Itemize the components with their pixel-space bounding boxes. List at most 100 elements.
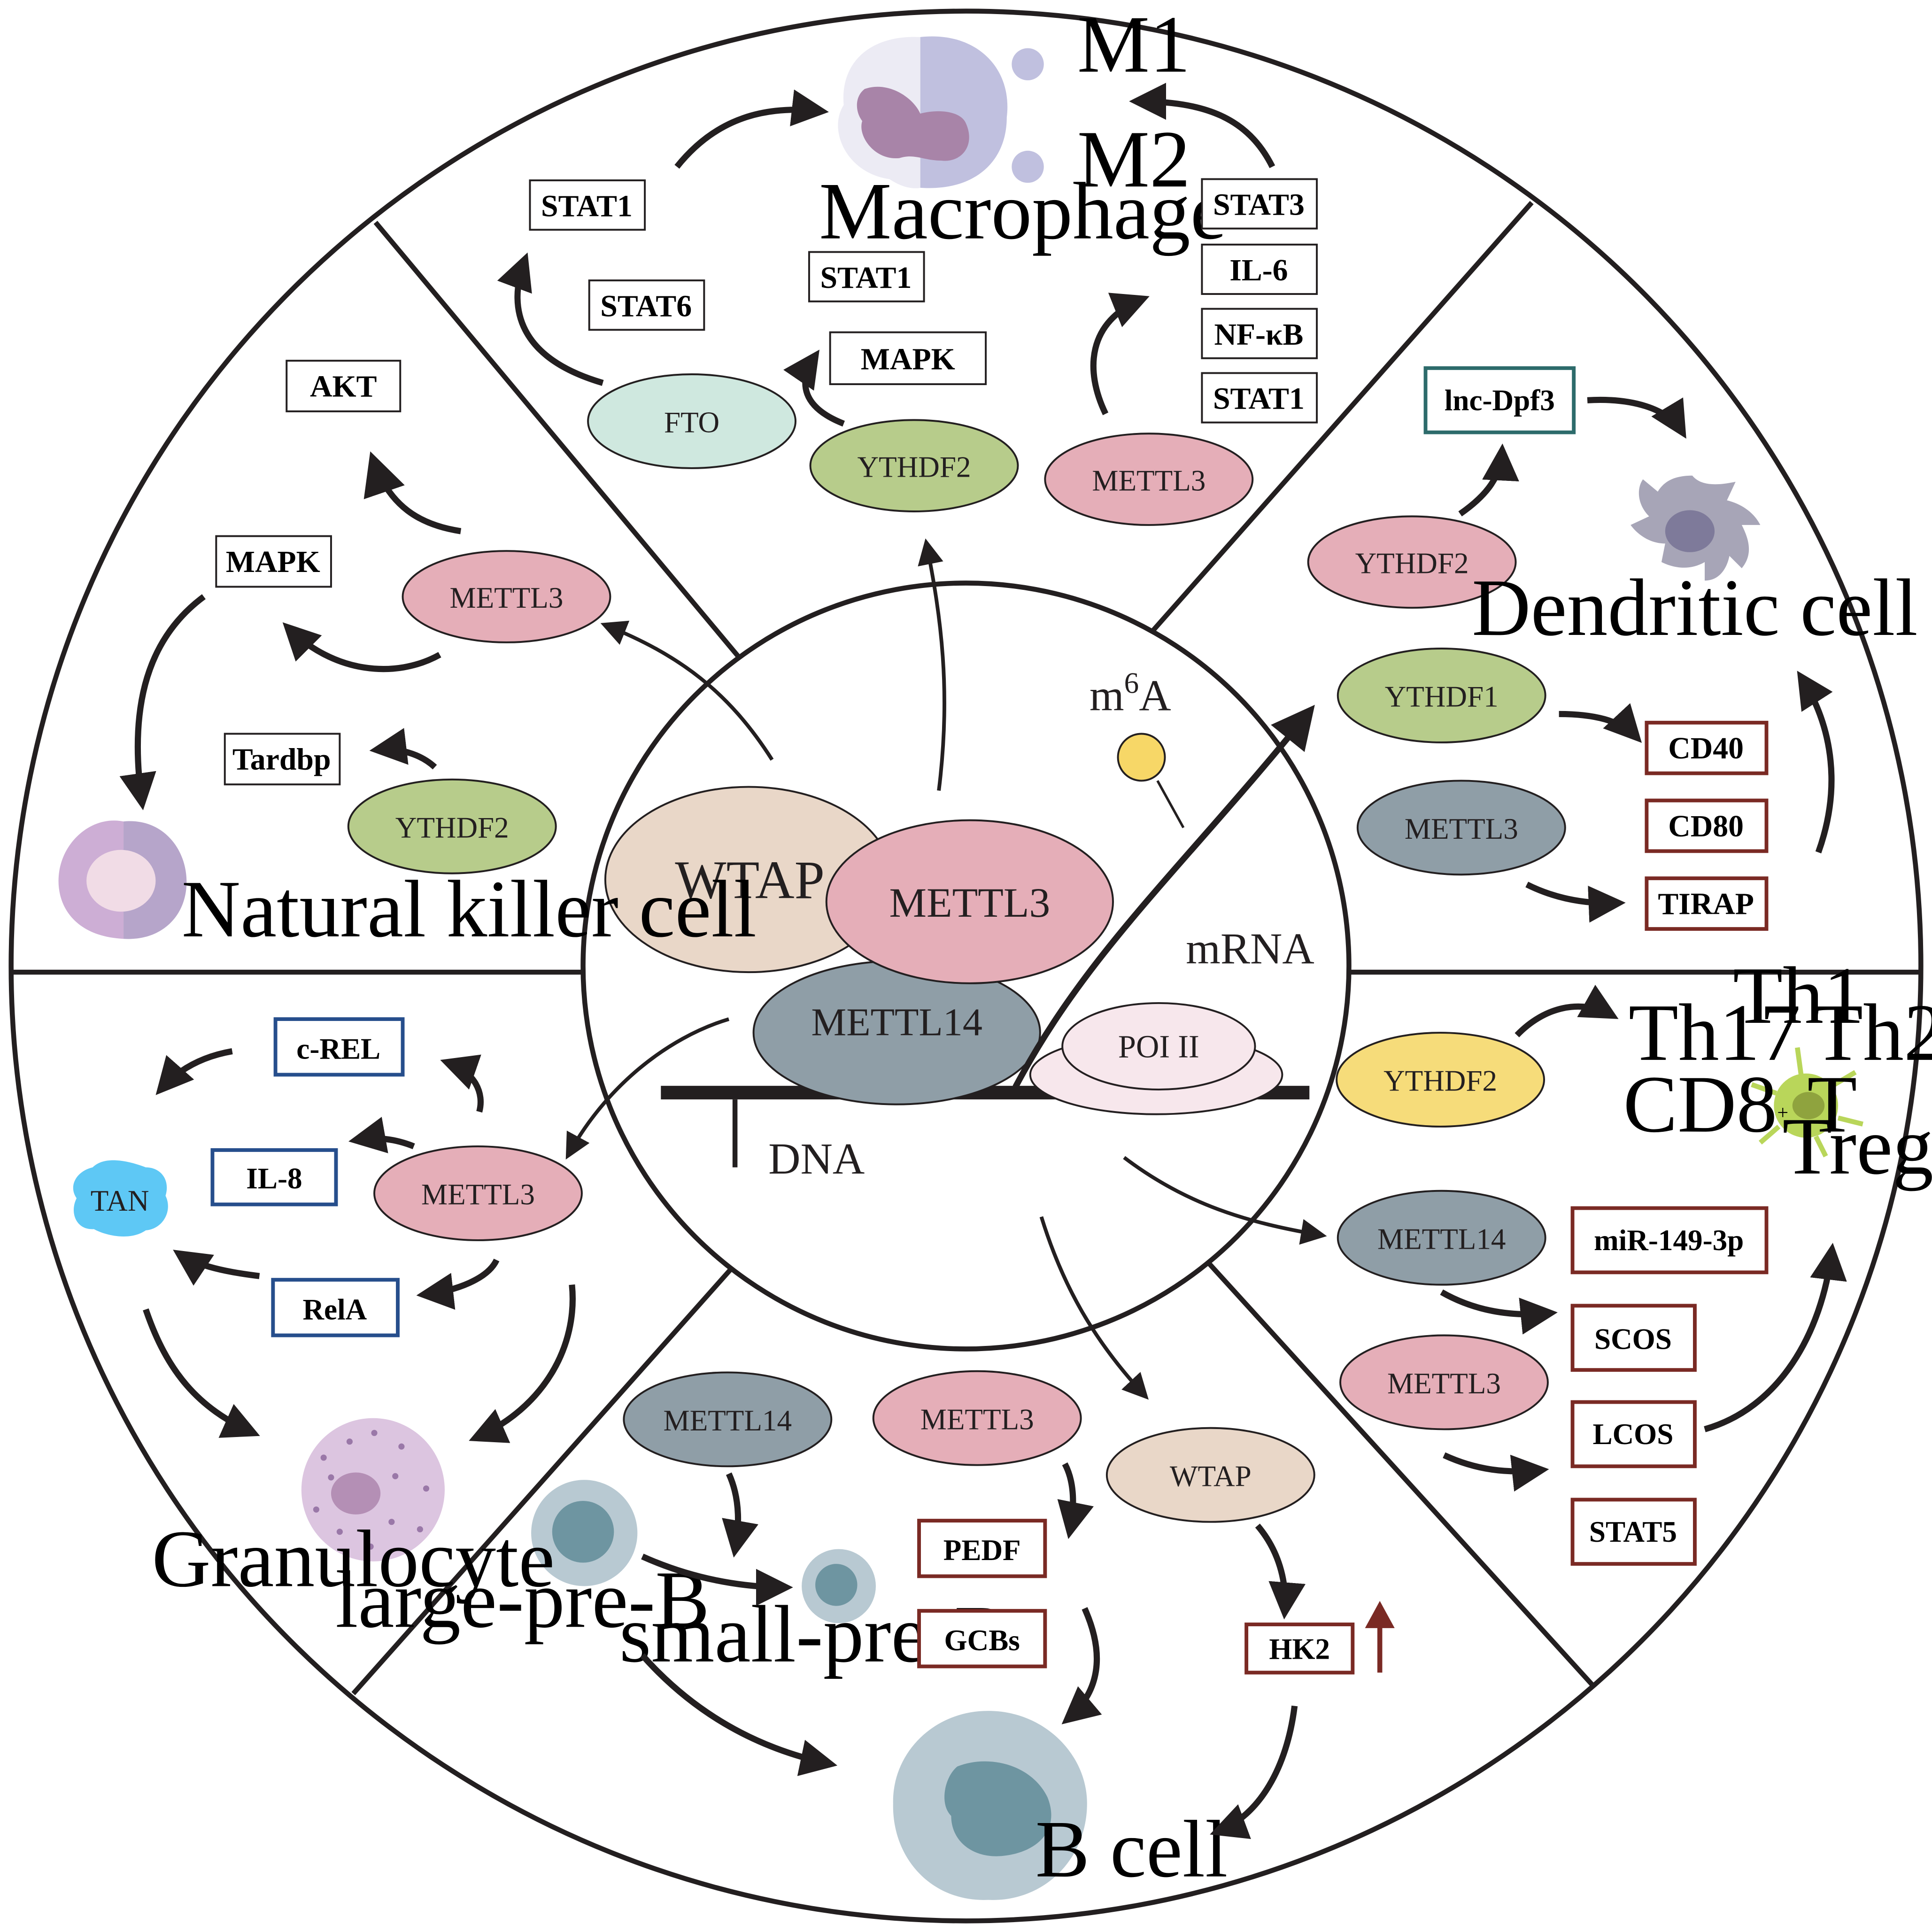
mettl3-ellipse-nk	[402, 550, 611, 643]
svg-text:MAPK: MAPK	[226, 545, 320, 579]
ythdf2-ellipse-nk	[347, 778, 557, 874]
pedf-box: PEDF	[917, 1519, 1047, 1578]
large-pre-b-label: large-pre-B	[335, 1554, 710, 1645]
arrow-tan-granulocyte	[143, 1308, 260, 1438]
svg-text:STAT1: STAT1	[1213, 382, 1305, 416]
il6-box: IL-6	[1201, 243, 1318, 295]
pol2-ellipse	[1061, 1002, 1256, 1091]
ythdf2-label-dendritic: YTHDF2	[1355, 547, 1469, 580]
svg-text:CD80: CD80	[1668, 809, 1744, 843]
stat1-box-b: STAT1	[808, 251, 925, 302]
arrow-mettl3-akt	[363, 451, 462, 534]
macrophage-section: M1 M2 Macrophage STAT1 STAT6 STAT1 MAPK …	[497, 0, 1318, 526]
stat1-box-c: STAT1	[1201, 372, 1318, 424]
arrow-lcos-tcell	[1704, 1243, 1847, 1432]
macrophage-label: Macrophage	[819, 166, 1227, 256]
wtap-center-label: WTAP	[675, 850, 825, 910]
svg-text:TIRAP: TIRAP	[1658, 887, 1754, 921]
mettl3-ellipse-macrophage	[1044, 433, 1254, 526]
arrow-stat1-macrophage	[674, 89, 829, 169]
mettl3-center-label: METTL3	[889, 880, 1051, 926]
th2-label: Th2	[1813, 987, 1932, 1078]
granulocyte-label: Granulocyte	[152, 1513, 555, 1604]
wtap-ellipse-bcell	[1105, 1427, 1315, 1523]
lnc-dpf3-box: lnc-Dpf3	[1423, 366, 1576, 434]
dna-label: DNA	[768, 1135, 865, 1183]
arrow-mettl3-stat5	[1443, 1452, 1549, 1492]
arrow-crel-tan	[155, 1048, 233, 1095]
granulocyte-section: c-REL IL-8 RelA METTL3 TAN Granulocyte	[73, 1017, 583, 1604]
m2-dot	[1012, 150, 1044, 183]
pol2-label: POI II	[1118, 1029, 1199, 1065]
mettl14-ellipse-bcell	[623, 1371, 833, 1468]
nk-nucleus	[86, 850, 156, 912]
ythdf1-label: YTHDF1	[1385, 680, 1499, 713]
svg-text:AKT: AKT	[310, 369, 377, 403]
il8-box: IL-8	[210, 1148, 338, 1206]
mettl3-label-nk: METTL3	[450, 581, 564, 614]
mrna-label: mRNA	[1186, 925, 1314, 974]
svg-text:STAT6: STAT6	[600, 289, 692, 323]
mettl3-label-dendritic: METTL3	[1405, 812, 1518, 845]
ythdf2-label-nk: YTHDF2	[395, 811, 509, 844]
stat6-box: STAT6	[588, 279, 705, 331]
tan-label: TAN	[91, 1184, 149, 1217]
treg-label: Treg	[1782, 1101, 1932, 1191]
nk-section: AKT MAPK Tardbp METTL3 YTHDF2 Natural ki…	[58, 360, 757, 954]
arrow-mettl3-rela	[416, 1258, 500, 1310]
tcell-section: YTHDF2 Th1 Th17 Th2 CD8+ T Treg METTL14 …	[1336, 950, 1932, 1566]
arrow-to-bcell	[1039, 1216, 1149, 1400]
mettl14-label-bcell: METTL14	[664, 1404, 792, 1437]
mettl3-ellipse-dendritic	[1356, 780, 1566, 876]
arrow-to-nk	[600, 620, 774, 761]
gcbs-box: GCBs	[917, 1609, 1047, 1669]
nfkb-box: NF-κB	[1201, 308, 1318, 359]
crel-box: c-REL	[273, 1017, 405, 1077]
granulocyte-granules	[313, 1430, 430, 1550]
t-cell-icon	[1751, 1047, 1863, 1158]
ythdf2-label-macrophage: YTHDF2	[858, 450, 971, 483]
cd40-box: CD40	[1645, 720, 1769, 775]
m6a-stalk	[1156, 780, 1185, 828]
arrow-largepreb-bcell	[640, 1653, 838, 1776]
svg-text:c-REL: c-REL	[296, 1032, 380, 1065]
svg-text:LCOS: LCOS	[1592, 1418, 1673, 1451]
m6a-label: m6A	[1090, 667, 1171, 720]
arrow-wtap-hk2	[1255, 1523, 1306, 1620]
svg-text:IL-6: IL-6	[1229, 253, 1288, 287]
nk-cell-label: Natural killer cell	[182, 864, 757, 954]
arrow-mettl3-mapk	[282, 622, 441, 672]
arrow-mettl3-stat3	[1090, 293, 1150, 416]
fto-label: FTO	[664, 406, 719, 439]
th17-label: Th17	[1629, 987, 1801, 1078]
bcell-section: METTL14 METTL3 WTAP large-pre-B small-pr…	[335, 1370, 1395, 1900]
svg-text:MAPK: MAPK	[861, 342, 955, 377]
mettl14-label-tcell: METTL14	[1377, 1222, 1506, 1255]
ythdf1-ellipse	[1337, 648, 1546, 743]
svg-text:lnc-Dpf3: lnc-Dpf3	[1445, 384, 1555, 417]
mettl3-ellipse-bcell	[872, 1370, 1082, 1466]
ythdf2-label-tcell: YTHDF2	[1383, 1065, 1497, 1097]
mettl3-ellipse-granulocyte	[373, 1145, 583, 1241]
svg-text:STAT5: STAT5	[1589, 1515, 1677, 1548]
macrophage-nucleus	[857, 86, 969, 161]
arrow-rela-tan	[173, 1250, 260, 1286]
mettl3-label-bcell: METTL3	[920, 1403, 1034, 1436]
arrow-mettl3-il8	[348, 1117, 415, 1153]
granulocyte-nucleus	[331, 1472, 381, 1515]
arrow-boxes-dendritic	[1797, 671, 1835, 854]
arrow-ythdf2-tardbp	[369, 728, 437, 770]
dendritic-cell-label: Dendritic cell	[1472, 562, 1918, 653]
large-pre-b-nucleus	[552, 1500, 614, 1563]
cd8-label: CD8+ T	[1623, 1059, 1857, 1149]
arrow-mettl14-smallpreb	[722, 1472, 758, 1558]
center-complex: WTAP METTL3 METTL14 POI II DNA mRNA m6A	[604, 667, 1315, 1183]
mettl3-label-macrophage: METTL3	[1092, 464, 1206, 497]
arrow-ythdf2-lnc	[1458, 443, 1519, 517]
center-arrows	[565, 538, 1327, 1400]
lcos-box: LCOS	[1570, 1400, 1697, 1468]
small-pre-b-nucleus	[815, 1564, 858, 1606]
mettl3-label-tcell: METTL3	[1387, 1367, 1501, 1400]
mapk-box-macrophage: MAPK	[829, 331, 987, 386]
dendritic-section: lnc-Dpf3 YTHDF2 YTHDF1 METTL3 CD40 CD80 …	[1307, 366, 1918, 931]
